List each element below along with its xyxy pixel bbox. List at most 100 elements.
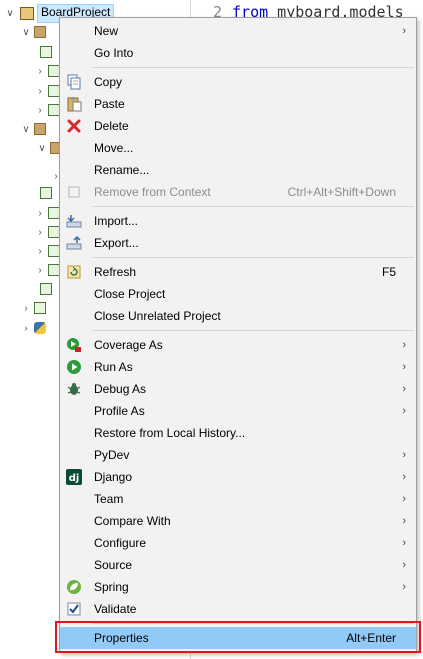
menu-item-shortcut: Ctrl+Alt+Shift+Down <box>287 185 396 199</box>
tree-row-file[interactable]: › <box>34 81 60 101</box>
menu-item-team[interactable]: Team › <box>60 488 416 510</box>
tree-row-file[interactable] <box>38 42 52 62</box>
menu-item-compare-with[interactable]: Compare With › <box>60 510 416 532</box>
chevron-right-icon[interactable]: › <box>38 226 42 238</box>
chevron-right-icon[interactable]: › <box>24 322 28 334</box>
menu-separator <box>92 67 414 68</box>
python-file-icon <box>40 187 52 199</box>
tree-row-file[interactable]: › <box>34 222 60 242</box>
menu-item-import[interactable]: Import... <box>60 210 416 232</box>
chevron-down-icon[interactable]: ∨ <box>22 26 30 38</box>
menu-item-label: Profile As <box>94 404 145 418</box>
chevron-right-icon[interactable]: › <box>38 207 42 219</box>
tree-row-file[interactable]: › <box>20 318 46 338</box>
menu-item-label: Restore from Local History... <box>94 426 246 440</box>
menu-item-go-into[interactable]: Go Into <box>60 42 416 64</box>
tree-row-file[interactable]: › <box>34 241 60 261</box>
python-file-icon <box>40 283 52 295</box>
chevron-right-icon[interactable]: › <box>38 104 42 116</box>
menu-item-export[interactable]: Export... <box>60 232 416 254</box>
menu-item-label: Rename... <box>94 163 150 177</box>
menu-item-new[interactable]: New › <box>60 20 416 42</box>
submenu-arrow-icon: › <box>402 537 406 549</box>
tree-row-file[interactable] <box>38 279 52 299</box>
menu-separator <box>92 330 414 331</box>
chevron-down-icon[interactable]: ∨ <box>6 7 14 19</box>
menu-item-move[interactable]: Move... <box>60 137 416 159</box>
menu-item-label: Coverage As <box>94 338 163 352</box>
menu-separator <box>92 623 414 624</box>
chevron-right-icon[interactable]: › <box>24 302 28 314</box>
tree-row-file[interactable]: › <box>34 61 60 81</box>
submenu-arrow-icon: › <box>402 559 406 571</box>
menu-item-close-project[interactable]: Close Project <box>60 283 416 305</box>
menu-item-copy[interactable]: Copy <box>60 71 416 93</box>
coverage-icon <box>66 337 82 353</box>
menu-item-coverage-as[interactable]: Coverage As › <box>60 334 416 356</box>
menu-item-refresh[interactable]: Refresh F5 <box>60 261 416 283</box>
chevron-right-icon[interactable]: › <box>38 264 42 276</box>
context-menu: New › Go Into Copy Paste Delete Move... … <box>59 17 417 653</box>
menu-item-label: Django <box>94 470 133 484</box>
menu-item-profile-as[interactable]: Profile As › <box>60 400 416 422</box>
menu-item-label: Move... <box>94 141 134 155</box>
submenu-arrow-icon: › <box>402 339 406 351</box>
import-icon <box>66 213 82 229</box>
delete-icon <box>66 118 82 134</box>
chevron-right-icon[interactable]: › <box>38 245 42 257</box>
tree-row-project[interactable]: ∨ BoardProject <box>4 3 115 23</box>
django-icon: dj <box>66 469 82 485</box>
menu-item-validate[interactable]: Validate <box>60 598 416 620</box>
chevron-right-icon[interactable]: › <box>38 65 42 77</box>
menu-item-configure[interactable]: Configure › <box>60 532 416 554</box>
menu-item-label: Import... <box>94 214 139 228</box>
submenu-arrow-icon: › <box>402 449 406 461</box>
menu-item-label: Configure <box>94 536 147 550</box>
menu-item-label: Close Unrelated Project <box>94 309 221 323</box>
menu-item-django[interactable]: dj Django › <box>60 466 416 488</box>
chevron-down-icon[interactable]: ∨ <box>22 123 30 135</box>
menu-item-label: Paste <box>94 97 125 111</box>
menu-item-label: Export... <box>94 236 139 250</box>
tree-row-package[interactable]: ∨ <box>20 22 46 42</box>
menu-item-remove-from-context[interactable]: Remove from Context Ctrl+Alt+Shift+Down <box>60 181 416 203</box>
menu-separator <box>92 206 414 207</box>
menu-item-label: Source <box>94 558 133 572</box>
tree-row-file[interactable]: › <box>20 298 46 318</box>
tree-row-file[interactable]: › <box>34 260 60 280</box>
validate-checkbox-icon <box>66 601 82 617</box>
menu-item-source[interactable]: Source › <box>60 554 416 576</box>
menu-item-rename[interactable]: Rename... <box>60 159 416 181</box>
chevron-right-icon[interactable]: › <box>54 170 58 182</box>
menu-item-spring[interactable]: Spring › <box>60 576 416 598</box>
submenu-arrow-icon: › <box>402 493 406 505</box>
tree-row-file[interactable] <box>38 183 52 203</box>
code-text: myboard.models <box>268 3 404 21</box>
chevron-right-icon[interactable]: › <box>38 85 42 97</box>
menu-item-pydev[interactable]: PyDev › <box>60 444 416 466</box>
tree-row-file[interactable]: › <box>34 203 60 223</box>
menu-item-label: Compare With <box>94 514 171 528</box>
menu-item-paste[interactable]: Paste <box>60 93 416 115</box>
menu-item-restore-history[interactable]: Restore from Local History... <box>60 422 416 444</box>
submenu-arrow-icon: › <box>402 25 406 37</box>
menu-item-run-as[interactable]: Run As › <box>60 356 416 378</box>
menu-item-label: New <box>94 24 119 38</box>
project-icon <box>20 6 34 20</box>
menu-item-debug-as[interactable]: Debug As › <box>60 378 416 400</box>
submenu-arrow-icon: › <box>402 405 406 417</box>
menu-item-properties[interactable]: Properties Alt+Enter <box>60 627 416 649</box>
menu-item-close-unrelated-project[interactable]: Close Unrelated Project <box>60 305 416 327</box>
menu-item-shortcut: F5 <box>381 265 396 279</box>
menu-separator <box>92 257 414 258</box>
tree-row-file[interactable]: › <box>50 166 62 186</box>
menu-item-label: Debug As <box>94 382 147 396</box>
submenu-arrow-icon: › <box>402 471 406 483</box>
menu-item-delete[interactable]: Delete <box>60 115 416 137</box>
tree-row-package[interactable]: ∨ <box>20 119 46 139</box>
chevron-down-icon[interactable]: ∨ <box>38 142 46 154</box>
menu-item-label: Go Into <box>94 46 134 60</box>
tree-row-file[interactable]: › <box>34 100 60 120</box>
run-icon <box>66 359 82 375</box>
menu-item-label: Delete <box>94 119 129 133</box>
